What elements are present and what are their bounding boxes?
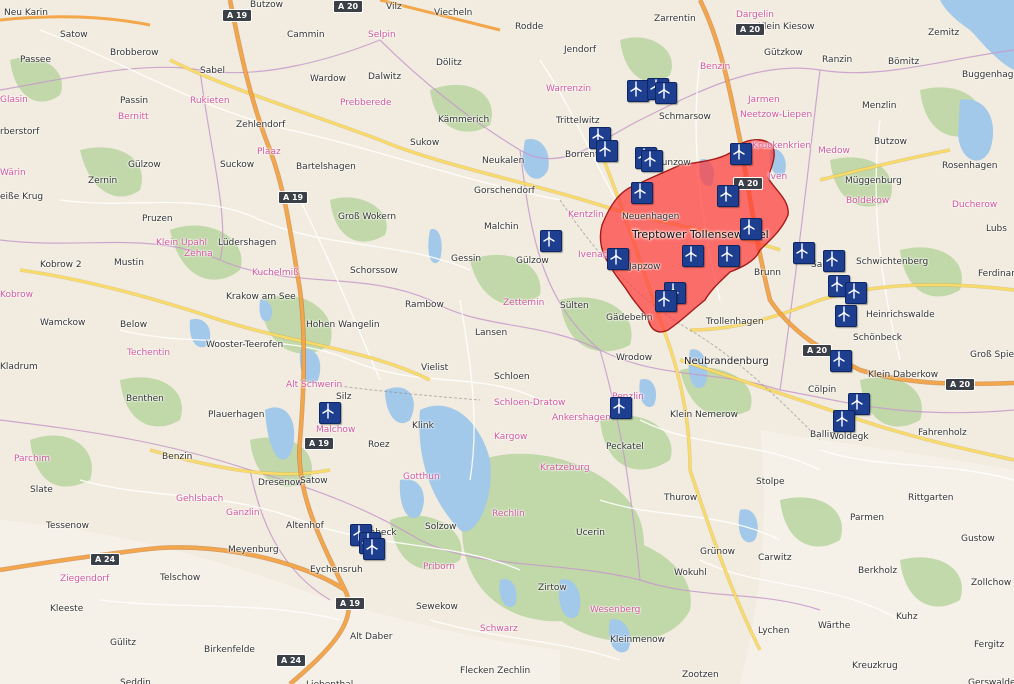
wind-turbine-icon[interactable]: [540, 230, 562, 252]
wind-turbine-icon[interactable]: [610, 397, 632, 419]
wind-turbine-icon[interactable]: [718, 245, 740, 267]
region-label: Treptower Tollensewinkel: [632, 228, 769, 241]
wind-turbine-icon[interactable]: [828, 275, 850, 297]
wind-turbine-icon[interactable]: [631, 182, 653, 204]
wind-turbine-icon[interactable]: [627, 80, 649, 102]
wind-turbine-icon[interactable]: [717, 185, 739, 207]
wind-turbine-icon[interactable]: [848, 393, 870, 415]
wind-turbine-icon[interactable]: [793, 242, 815, 264]
wind-turbine-icon[interactable]: [655, 82, 677, 104]
wind-turbine-icon[interactable]: [682, 245, 704, 267]
wind-turbine-icon[interactable]: [596, 140, 618, 162]
wind-turbine-icon[interactable]: [740, 218, 762, 240]
wind-turbine-icon[interactable]: [641, 150, 663, 172]
wind-turbine-icon[interactable]: [363, 538, 385, 560]
wind-turbine-icon[interactable]: [830, 350, 852, 372]
wind-turbine-icon[interactable]: [833, 410, 855, 432]
wind-turbine-icon[interactable]: [845, 282, 867, 304]
wind-turbine-icon[interactable]: [835, 305, 857, 327]
wind-turbine-icon[interactable]: [655, 290, 677, 312]
wind-turbine-icon[interactable]: [823, 250, 845, 272]
wind-turbine-icon[interactable]: [319, 402, 341, 424]
wind-turbine-icon[interactable]: [607, 248, 629, 270]
wind-turbine-icon[interactable]: [730, 143, 752, 165]
